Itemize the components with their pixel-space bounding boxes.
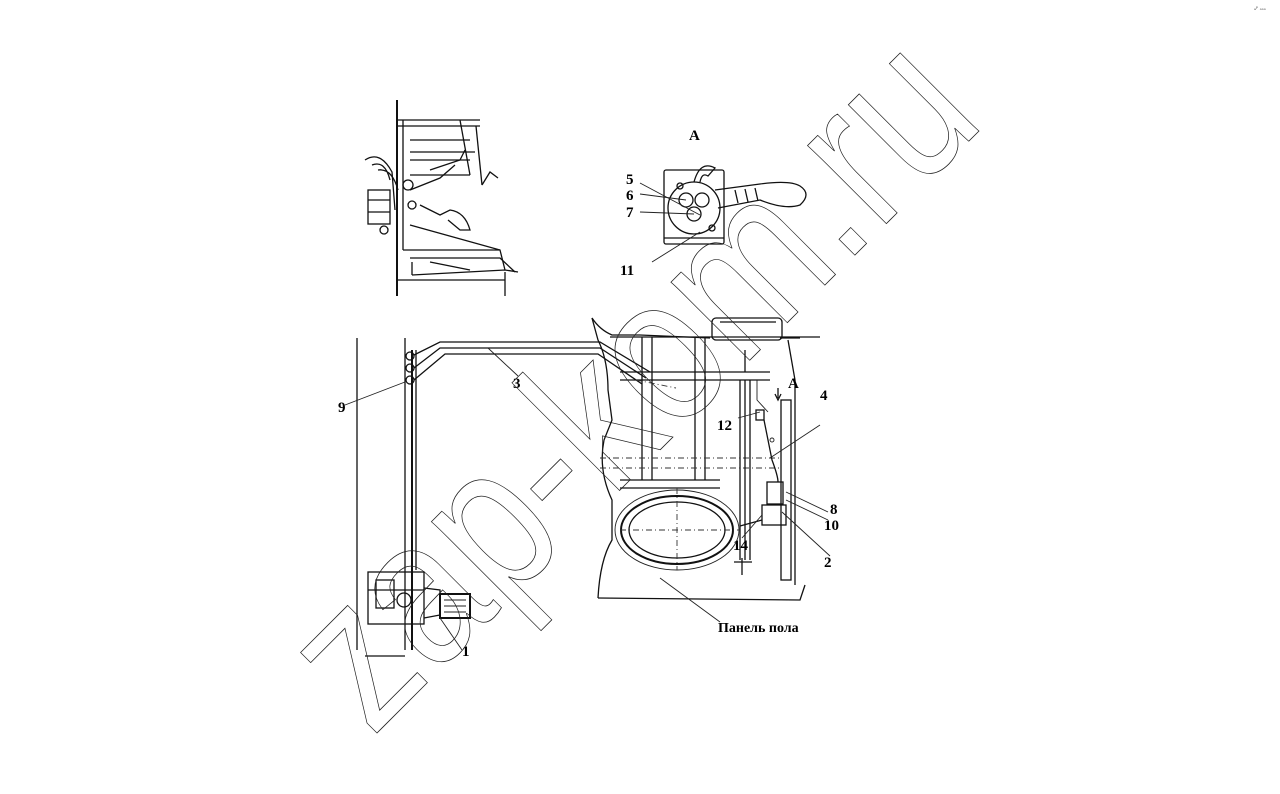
callout-3: 3 xyxy=(513,376,521,392)
watermark-text: zap-kom.ru xyxy=(238,0,1019,770)
corner-mark: ₐᵖ ₒₒₒ xyxy=(1254,6,1266,12)
callout-10: 10 xyxy=(824,518,839,534)
callout-11: 11 xyxy=(620,263,634,279)
cab-floor-plan xyxy=(591,317,831,623)
view-label-main: A xyxy=(788,376,799,392)
callout-8: 8 xyxy=(830,502,838,518)
view-label-top: A xyxy=(689,128,700,144)
callout-6: 6 xyxy=(626,188,634,204)
callout-4: 4 xyxy=(820,388,828,404)
callout-7: 7 xyxy=(626,205,634,221)
callout-14: 14 xyxy=(733,538,749,554)
callout-12: 12 xyxy=(717,418,732,434)
callout-2: 2 xyxy=(824,555,832,571)
callout-1: 1 xyxy=(462,644,470,660)
detail-view-a xyxy=(639,165,807,263)
hydraulic-lines xyxy=(413,341,651,385)
callout-5: 5 xyxy=(626,172,634,188)
floor-panel-caption: Панель пола xyxy=(718,621,799,636)
callout-9: 9 xyxy=(338,400,346,416)
lower-left-panel xyxy=(344,338,471,657)
side-view-pedal-assembly xyxy=(364,100,519,296)
